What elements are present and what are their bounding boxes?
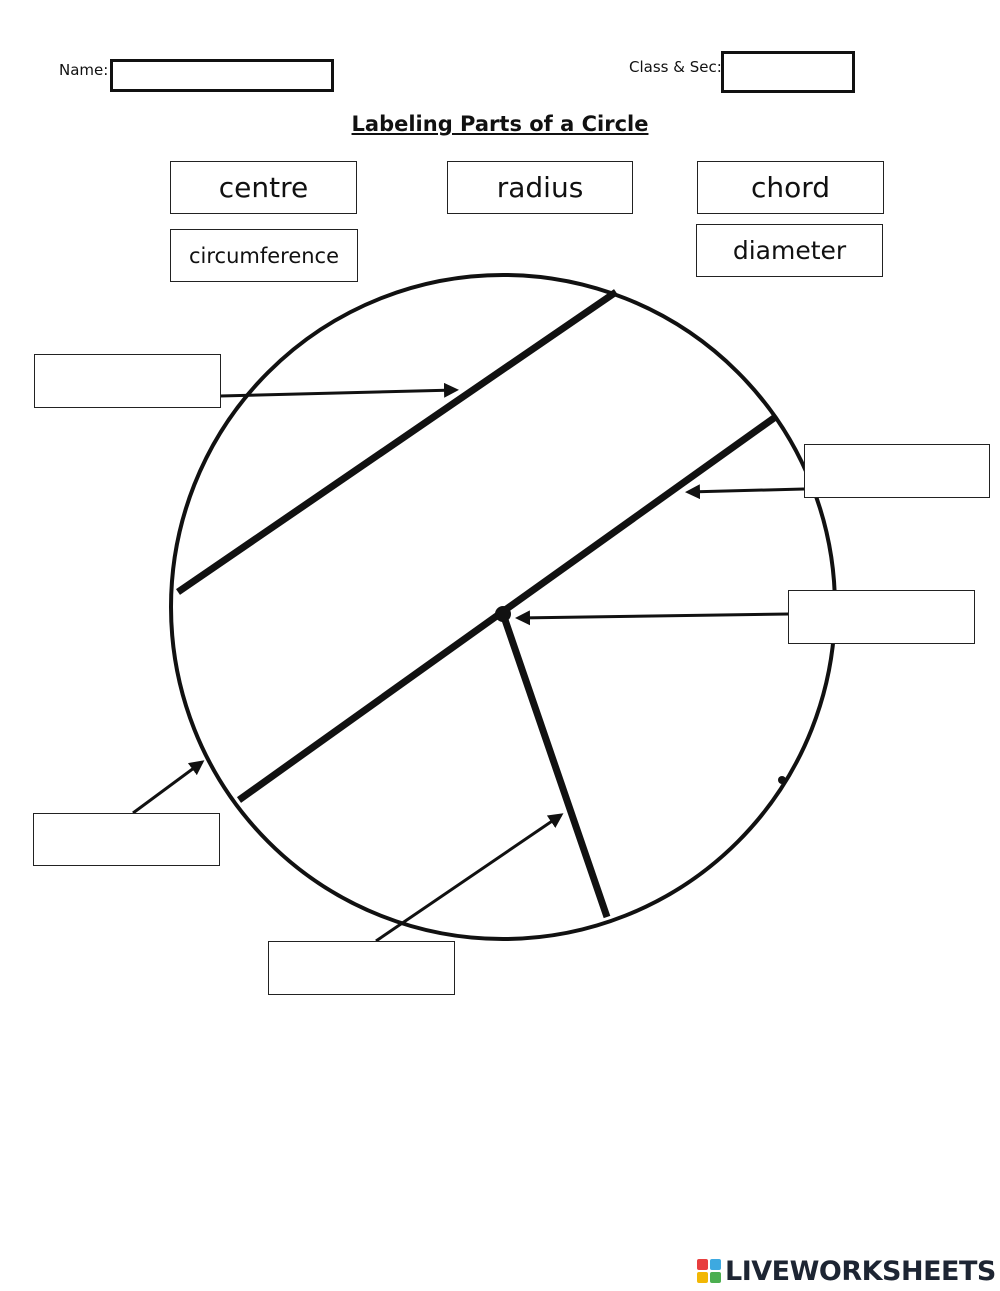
chord-line	[176, 289, 618, 595]
radius-line	[499, 612, 611, 919]
name-field[interactable]	[110, 59, 334, 92]
arrow-to-radius	[375, 813, 564, 943]
arrow-to-chord	[219, 382, 459, 398]
logo-text: LIVEWORKSHEETS	[725, 1255, 996, 1287]
arrow-to-circumference	[132, 760, 205, 815]
answer-box-diameter[interactable]	[804, 444, 990, 498]
arrow-to-centre	[515, 610, 790, 626]
word-tile-circumference[interactable]: circumference	[170, 229, 358, 282]
liveworksheets-logo: LIVEWORKSHEETS	[697, 1254, 996, 1288]
answer-box-centre[interactable]	[788, 590, 975, 644]
liveworksheets-logo-icon	[697, 1259, 721, 1283]
arrow-to-diameter	[685, 484, 805, 500]
class-sec-field[interactable]	[721, 51, 855, 93]
answer-box-chord[interactable]	[34, 354, 221, 408]
circle-mark	[778, 776, 786, 784]
word-tile-chord[interactable]: chord	[697, 161, 884, 214]
page-title: Labeling Parts of a Circle	[351, 112, 649, 136]
answer-box-radius[interactable]	[268, 941, 455, 995]
class-sec-label: Class & Sec:	[629, 58, 722, 76]
centre-point	[495, 606, 511, 622]
word-tile-radius[interactable]: radius	[447, 161, 633, 214]
word-tile-diameter[interactable]: diameter	[696, 224, 883, 277]
answer-box-circumference[interactable]	[33, 813, 220, 866]
name-label: Name:	[59, 61, 109, 79]
word-tile-centre[interactable]: centre	[170, 161, 357, 214]
